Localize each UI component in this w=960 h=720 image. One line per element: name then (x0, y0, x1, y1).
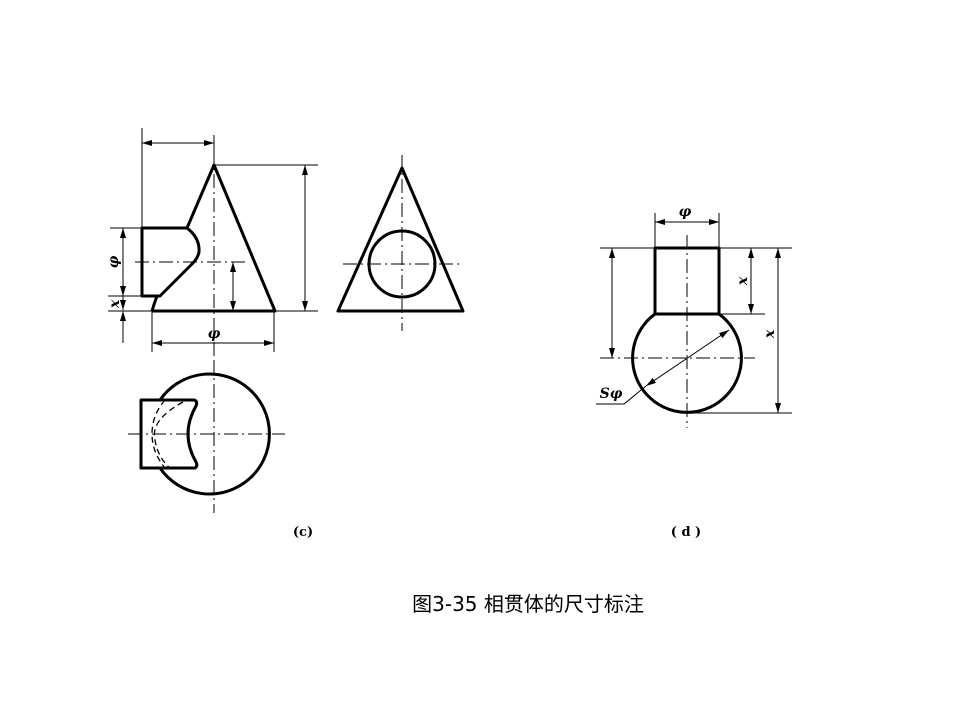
front-view-c: φ x φ (106, 128, 318, 358)
dim-phi-vertical: φ (106, 255, 122, 268)
figure-d-label: ( d ) (671, 525, 701, 540)
figure-d: φ x x Sφ ( d ) (596, 204, 792, 540)
dim-x-small: x (107, 299, 123, 309)
dim-phi-base: φ (208, 326, 221, 342)
dim-x-total: x (762, 329, 778, 339)
top-view-c: (c) (128, 360, 313, 540)
side-view-c (336, 155, 465, 331)
figure-caption: 图3-35 相贯体的尺寸标注 (412, 592, 644, 616)
dim-sphere-diameter: Sφ (600, 386, 623, 402)
figure-c-label: (c) (293, 525, 313, 540)
dim-phi-top: φ (679, 204, 692, 220)
dim-x-short: x (735, 276, 751, 286)
